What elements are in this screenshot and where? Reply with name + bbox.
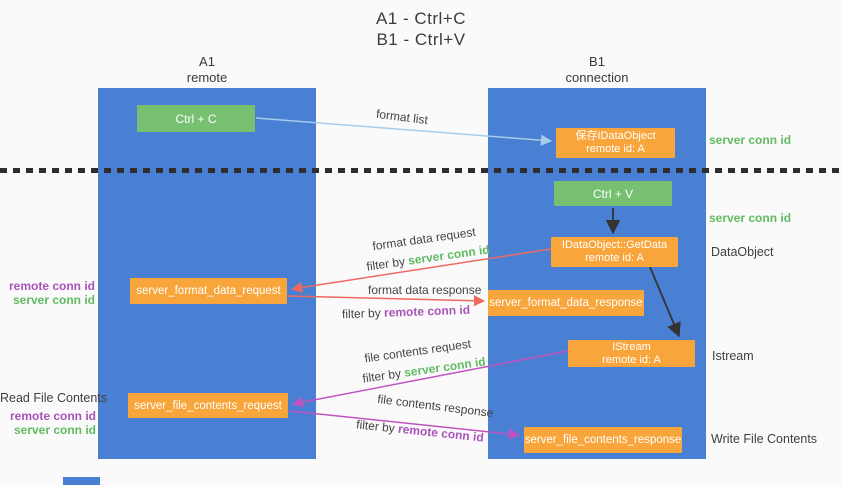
remote-conn-id-text: remote conn id: [8, 279, 95, 293]
title-line-a1: A1 - Ctrl+C: [375, 9, 467, 28]
format-list-arrow-label: format list: [375, 107, 428, 127]
ctrl-v-label: Ctrl + V: [592, 186, 634, 201]
filter-by-remote-conn-id-label-2: filter by remote conn id: [356, 417, 485, 444]
server-format-data-request-label: server_format_data_request: [136, 285, 281, 297]
lane-a1-name: A1: [199, 54, 215, 69]
read-file-contents-annotation-group: Read File Contents remote conn id server…: [0, 391, 108, 437]
read-file-contents-text: Read File Contents: [0, 391, 108, 405]
server-format-data-response-label: server_format_data_response: [489, 297, 643, 309]
ctrl-v-node: Ctrl + V: [554, 181, 672, 206]
istream-line2: remote id: A: [602, 353, 661, 366]
getdata-line1: IDataObject::GetData: [561, 239, 668, 251]
filter-by-text: filter by: [341, 305, 381, 322]
dataobject-annotation: DataObject: [711, 245, 774, 259]
istream-text: Istream: [712, 349, 754, 363]
filter-by-text: filter by: [355, 417, 396, 436]
session-divider-dotted-line: [0, 168, 842, 173]
format-data-response-arrow-label: format data response: [368, 283, 481, 297]
lane-a1-subtitle: remote: [186, 70, 228, 85]
lane-header-a1: A1 remote: [147, 54, 267, 86]
getdata-node: IDataObject::GetData remote id: A: [551, 237, 678, 267]
save-dataobject-line1: 保存IDataObject: [575, 130, 656, 142]
server-file-contents-response-node: server_file_contents_response: [524, 427, 682, 453]
file-contents-response-arrow-label: file contents response: [377, 392, 495, 420]
server-file-contents-request-label: server_file_contents_request: [134, 399, 282, 412]
istream-line1: IStream: [612, 340, 651, 353]
lane-b1-subtitle: connection: [565, 70, 629, 85]
getdata-line2: remote id: A: [585, 252, 644, 264]
ctrl-c-label: Ctrl + C: [175, 111, 217, 126]
server-file-contents-response-label: server_file_contents_response: [524, 434, 682, 446]
format-list-text: format list: [375, 106, 429, 128]
remote-conn-id-text: remote conn id: [9, 409, 96, 423]
bottom-left-window-fragment: [63, 477, 100, 485]
write-file-contents-annotation: Write File Contents: [711, 432, 817, 446]
title-line-b1: B1 - Ctrl+V: [376, 30, 466, 49]
file-contents-response-text: file contents response: [376, 391, 495, 421]
left-conn-id-annotation-group: remote conn id server conn id: [0, 279, 95, 307]
filter-by-text: filter by: [361, 366, 402, 386]
write-file-contents-text: Write File Contents: [711, 432, 818, 446]
dataobject-text: DataObject: [711, 245, 774, 259]
server-conn-id-annotation-mid: server conn id: [709, 211, 791, 225]
server-file-contents-request-node: server_file_contents_request: [128, 393, 288, 418]
lane-header-b1: B1 connection: [537, 54, 657, 86]
server-conn-id-text: server conn id: [709, 211, 792, 225]
diagram-title: A1 - Ctrl+C B1 - Ctrl+V: [0, 8, 842, 50]
lane-b1-name: B1: [589, 54, 605, 69]
remote-conn-id-text: remote conn id: [383, 302, 471, 320]
istream-annotation: Istream: [712, 349, 754, 363]
save-dataobject-line2: remote id: A: [586, 143, 645, 155]
filter-by-remote-conn-id-label-1: filter by remote conn id: [342, 303, 470, 321]
server-conn-id-annotation-top: server conn id: [709, 133, 791, 147]
server-conn-id-text: server conn id: [709, 133, 792, 147]
istream-node: IStream remote id: A: [568, 340, 695, 367]
filter-by-text: filter by: [365, 254, 406, 274]
ctrl-c-node: Ctrl + C: [137, 105, 255, 132]
server-conn-id-text: server conn id: [12, 293, 95, 307]
server-conn-id-text: server conn id: [13, 423, 96, 437]
server-format-data-request-node: server_format_data_request: [130, 278, 287, 304]
format-data-response-text: format data response: [368, 283, 482, 297]
server-format-data-response-node: server_format_data_response: [488, 290, 644, 316]
save-dataobject-node: 保存IDataObject remote id: A: [556, 128, 675, 158]
remote-conn-id-text: remote conn id: [397, 421, 485, 445]
